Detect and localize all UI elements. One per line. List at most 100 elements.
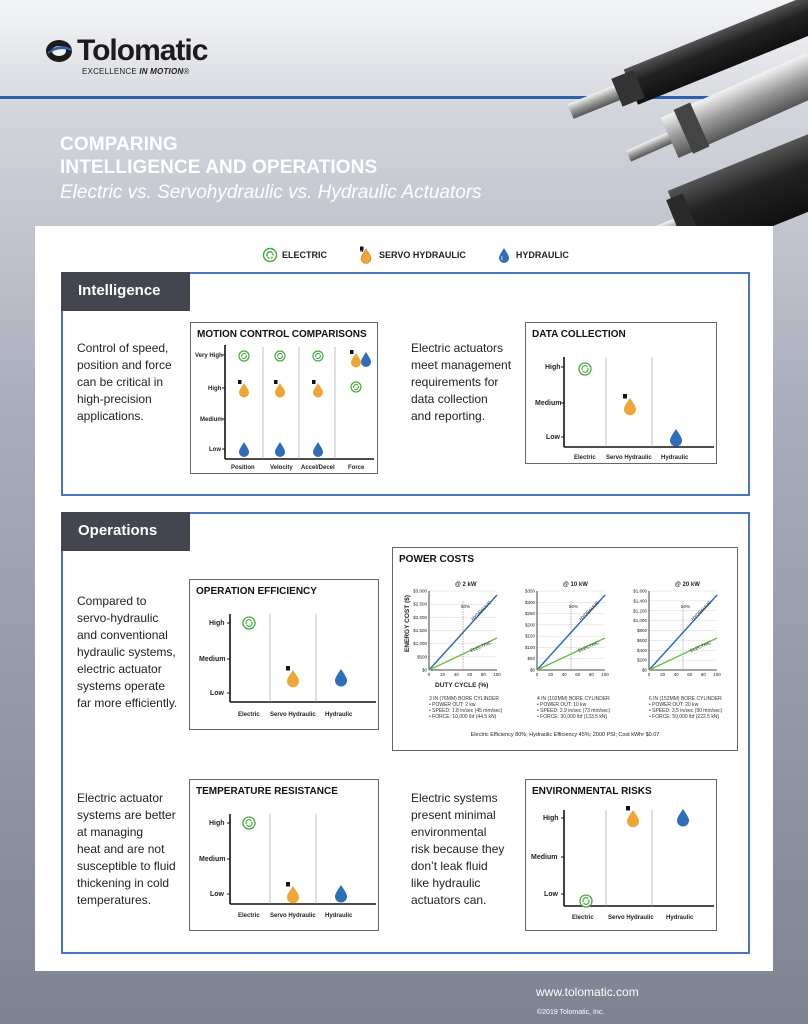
servo-hydraulic-icon xyxy=(274,380,285,398)
hydraulic-series-line xyxy=(428,594,498,671)
servo-hydraulic-icon xyxy=(286,882,299,904)
operations-temperature-text: Electric actuator systems are better at … xyxy=(77,791,176,907)
legend-electric-label: ELECTRIC xyxy=(282,250,327,260)
data-collection-card: DATA COLLECTION High Medium Low Electric… xyxy=(525,322,717,464)
electric-icon xyxy=(242,616,256,630)
spec-10kw: 4 IN (102MM) BORE CYLINDER • POWER OUT: … xyxy=(537,696,611,720)
level-high: High xyxy=(209,620,225,627)
electric-icon xyxy=(312,350,324,362)
col-hydraulic: Hydraulic xyxy=(325,913,353,919)
mini-chart-title: @ 10 kW xyxy=(563,582,588,588)
ytick-label: $0 xyxy=(642,668,648,673)
electric-icon xyxy=(274,350,286,362)
ytick-label: $1,400 xyxy=(633,598,647,603)
legend-servo: SERVO HYDRAULIC xyxy=(357,246,466,264)
ytick-label: $350 xyxy=(525,589,536,594)
ytick-label: $500 xyxy=(417,654,428,659)
hydraulic-icon xyxy=(677,809,689,827)
col-force: Force xyxy=(348,465,365,471)
col-electric: Electric xyxy=(238,913,260,919)
xtick-label: 0 xyxy=(648,672,651,677)
xtick-label: 100 xyxy=(493,672,501,677)
col-position: Position xyxy=(231,465,255,471)
level-low: Low xyxy=(210,690,225,697)
hydraulic-series-line xyxy=(536,594,606,671)
level-low: Low xyxy=(546,434,561,441)
operation-efficiency-card: OPERATION EFFICIENCY High Medium Low Ele… xyxy=(189,579,379,730)
ytick-label: $300 xyxy=(525,600,536,605)
data-collection-title: DATA COLLECTION xyxy=(532,329,626,340)
xtick-label: 0 xyxy=(428,672,431,677)
data-collection-chart: High Medium Low Electric Servo Hydraulic… xyxy=(535,357,714,461)
col-electric: Electric xyxy=(238,712,260,718)
col-electric: Electric xyxy=(572,915,594,921)
title-line-3: Electric vs. Servohydraulic vs. Hydrauli… xyxy=(60,182,482,203)
col-servo: Servo Hydraulic xyxy=(608,915,654,921)
xtick-label: 60 xyxy=(687,672,693,677)
ytick-label: $800 xyxy=(637,628,648,633)
ytick-label: $1,200 xyxy=(633,608,647,613)
level-medium: Medium xyxy=(200,417,223,423)
xtick-label: 80 xyxy=(481,672,487,677)
electric-icon xyxy=(579,894,593,908)
hydraulic-series-label: HYDRAULIC xyxy=(470,599,492,621)
electric-icon xyxy=(350,381,362,393)
col-hydraulic: Hydraulic xyxy=(666,915,694,921)
hydraulic-series-label: HYDRAULIC xyxy=(578,599,600,621)
xtick-label: 100 xyxy=(713,672,721,677)
ytick-label: $3,000 xyxy=(413,589,427,594)
marker-label: 50% xyxy=(681,604,690,609)
operations-environment-text: Electric systems present minimal environ… xyxy=(411,791,505,907)
col-velocity: Velocity xyxy=(270,465,293,471)
hydraulic-icon xyxy=(670,429,682,447)
operations-efficiency-text: Compared to servo-hydraulic and conventi… xyxy=(77,594,178,710)
electric-series-label: ELECTRIC xyxy=(470,640,493,653)
legend-hydraulic: HYDRAULIC xyxy=(496,246,569,264)
xtick-label: 40 xyxy=(454,672,460,677)
temperature-resistance-chart: High Medium Low Electric Servo Hydraulic… xyxy=(199,814,376,919)
hydraulic-icon xyxy=(275,442,285,457)
servo-hydraulic-icon xyxy=(312,380,323,398)
electric-series-label: ELECTRIC xyxy=(578,640,601,653)
servo-hydraulic-icon xyxy=(623,394,636,416)
hydraulic-series-label: HYDRAULIC xyxy=(690,599,712,621)
ytick-label: $150 xyxy=(525,634,536,639)
motion-control-title: MOTION CONTROL COMPARISONS xyxy=(197,329,367,340)
ytick-label: $1,000 xyxy=(633,618,647,623)
level-medium: Medium xyxy=(199,856,225,863)
website-link[interactable]: www.tolomatic.com xyxy=(536,985,639,999)
power-costs-chart: ENERGY COST ($) DUTY CYCLE (%) @ 2 kW$3,… xyxy=(404,582,721,689)
xtick-label: 40 xyxy=(562,672,568,677)
temperature-resistance-title: TEMPERATURE RESISTANCE xyxy=(196,786,338,797)
mini-chart-title: @ 20 kW xyxy=(675,582,700,588)
legend-hydraulic-label: HYDRAULIC xyxy=(515,250,569,260)
ytick-label: $600 xyxy=(637,638,648,643)
intelligence-text-1: Control of speed, position and force can… xyxy=(77,341,172,423)
power-costs-title: POWER COSTS xyxy=(399,554,475,565)
electric-icon xyxy=(238,350,250,362)
mini-chart-title: @ 2 kW xyxy=(455,582,477,588)
spec-20kw: 6 IN (152MM) BORE CYLINDER • POWER OUT: … xyxy=(649,696,723,720)
power-mini-charts: @ 2 kW$3,000$2,500$2,000$1,500$1,000$500… xyxy=(413,582,721,677)
ytick-label: $1,600 xyxy=(633,589,647,594)
hydraulic-icon xyxy=(335,669,347,687)
xtick-label: 60 xyxy=(575,672,581,677)
environmental-risks-title: ENVIRONMENTAL RISKS xyxy=(532,786,652,797)
ytick-label: $1,000 xyxy=(413,641,427,646)
legend: ELECTRIC SERVO HYDRAULIC HYDRAULIC xyxy=(262,246,569,264)
col-accel: Accel/Decel xyxy=(301,465,335,471)
power-ylabel: ENERGY COST ($) xyxy=(404,595,411,652)
xtick-label: 20 xyxy=(440,672,446,677)
operation-efficiency-chart: High Medium Low Electric Servo Hydraulic… xyxy=(199,614,376,718)
servo-hydraulic-icon xyxy=(350,350,361,368)
power-footnote: Electric Efficiency 80%; Hydraulic Effic… xyxy=(470,732,660,738)
electric-series-line xyxy=(428,637,498,671)
ytick-label: $0 xyxy=(530,668,536,673)
ytick-label: $250 xyxy=(525,611,536,616)
ytick-label: $0 xyxy=(422,668,428,673)
xtick-label: 100 xyxy=(601,672,609,677)
title-line-2: INTELLIGENCE AND OPERATIONS xyxy=(60,157,378,178)
electric-series-line xyxy=(536,637,606,671)
servo-hydraulic-icon xyxy=(286,666,299,688)
legend-electric: ELECTRIC xyxy=(262,246,327,264)
